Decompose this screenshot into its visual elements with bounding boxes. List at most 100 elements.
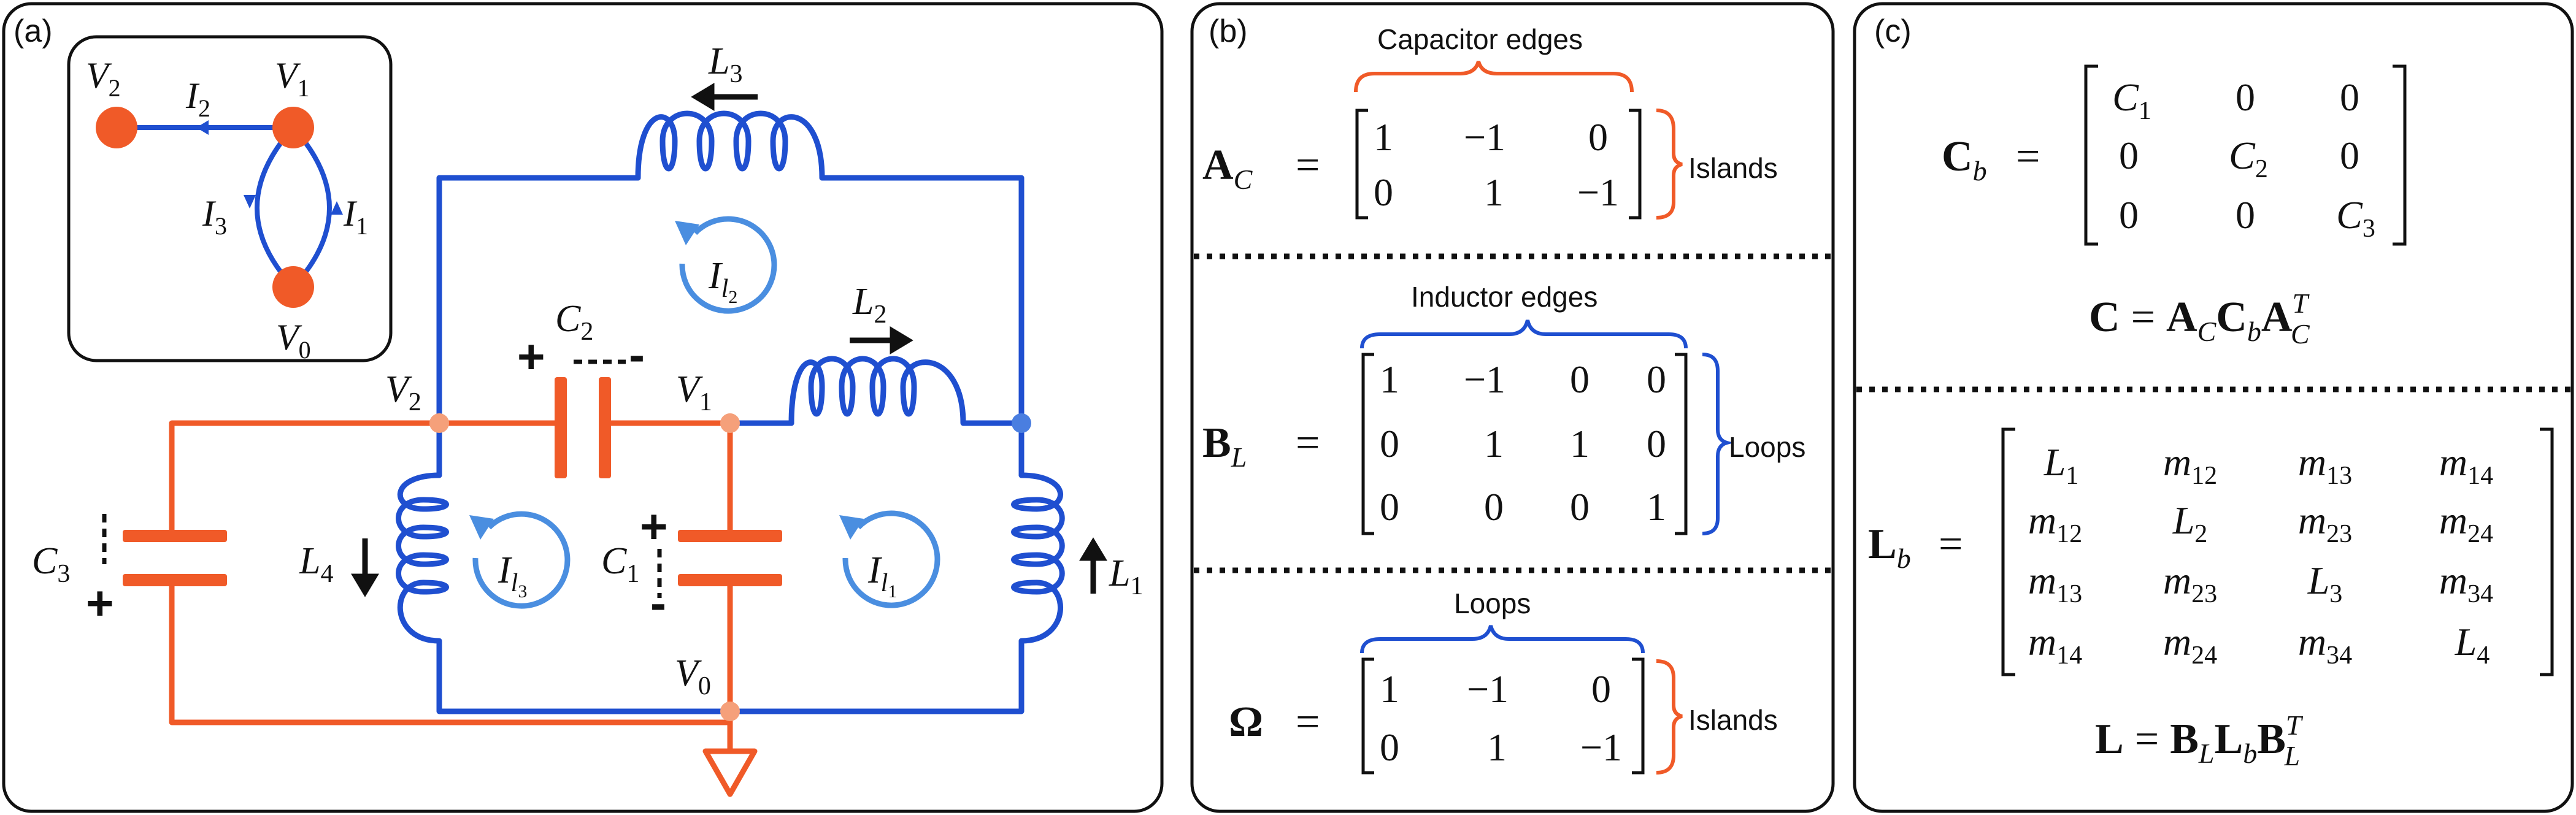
lb-cell: m24 <box>2163 620 2217 670</box>
label-c1: C1 <box>601 540 639 588</box>
omega-cell: 1 <box>1380 667 1399 711</box>
capacitor-c1-plate-bottom <box>678 574 782 586</box>
graph-label-i2: I2 <box>185 75 210 122</box>
omega-matrix: 1 −1 0 0 1 −1 <box>1380 667 1622 769</box>
lb-bracket-right <box>2540 427 2554 676</box>
capacitors <box>123 377 782 586</box>
ac-bracket-left <box>1355 109 1368 220</box>
bl-top-brace <box>1360 319 1688 349</box>
bl-cell: 0 <box>1484 485 1504 529</box>
lb-matrix: L1 m12 m13 m14 m12 L2 m23 m24 m13 m23 L3… <box>2028 440 2493 670</box>
panel-a-label: (a) <box>13 13 53 49</box>
c3-plus: + <box>86 576 114 630</box>
label-node-v0: V0 <box>675 652 711 700</box>
ac-side-brace <box>1656 109 1683 220</box>
ac-matrix: 1 −1 0 0 1 −1 <box>1374 115 1619 214</box>
graph-node-v0 <box>272 266 314 308</box>
ac-brace-label: Capacitor edges <box>1377 23 1583 55</box>
bl-cell: 1 <box>1570 422 1590 465</box>
c2-minus: - <box>629 327 645 381</box>
cb-eq: = <box>2016 133 2040 180</box>
ac-bracket-right <box>1629 109 1642 220</box>
panel-c-label: (c) <box>1874 13 1912 49</box>
lb-lhs: Lb <box>1868 521 1911 574</box>
lb-cell: m14 <box>2439 440 2493 490</box>
graph-inset-frame <box>67 35 393 362</box>
ground-symbol <box>702 748 758 797</box>
l4-arrow-head <box>351 573 379 597</box>
circuit-node-right <box>1012 413 1031 433</box>
cb-cell: 0 <box>2236 193 2255 237</box>
ac-side-label: Islands <box>1688 152 1778 184</box>
ac-cell: −1 <box>1577 170 1619 214</box>
lb-cell: m13 <box>2298 440 2352 490</box>
bl-brace-label: Inductor edges <box>1411 281 1598 313</box>
label-loop-l1: Il1 <box>867 549 897 602</box>
label-l1: L1 <box>1109 553 1143 600</box>
capacitor-c1-plate-top <box>678 530 782 542</box>
inductor-l4 <box>396 472 733 714</box>
graph-label-i1: I1 <box>343 193 368 240</box>
omega-side-brace <box>1656 659 1683 775</box>
omega-side-label: Islands <box>1688 704 1778 736</box>
graph-edge-i1 <box>291 126 332 289</box>
panel-b-frame <box>1190 2 1835 813</box>
omega-eq: = <box>1296 698 1320 746</box>
omega-cell: −1 <box>1467 667 1509 711</box>
c1-minus: - <box>650 576 666 630</box>
circuit <box>169 110 1065 754</box>
omega-cell: 1 <box>1487 725 1507 769</box>
lb-cell: m14 <box>2028 620 2082 670</box>
capacitor-c3-plate-top <box>123 530 227 542</box>
ac-cell: −1 <box>1464 115 1505 159</box>
cb-cell: C2 <box>2229 134 2268 183</box>
bl-lhs: BL <box>1202 419 1247 473</box>
bl-cell: 1 <box>1484 422 1504 465</box>
cb-cell: 0 <box>2236 75 2255 119</box>
graph-node-v1 <box>272 107 314 148</box>
graph-edge-i3 <box>255 126 295 289</box>
omega-cell: −1 <box>1580 725 1622 769</box>
lb-cell: L4 <box>2455 620 2490 670</box>
graph-label-v2: V2 <box>86 55 121 102</box>
c1-plus: + <box>640 499 668 553</box>
omega-cell: 0 <box>1380 725 1399 769</box>
loop-arrow-l2 <box>679 216 777 314</box>
bl-side-brace <box>1702 353 1734 535</box>
lb-bracket-left <box>2001 427 2015 676</box>
loop-arrow-l1 <box>842 510 940 608</box>
l3-arrow-head <box>691 83 715 111</box>
omega-brace-label: Loops <box>1454 587 1531 619</box>
capacitor-c2-plate-right <box>599 377 611 478</box>
cb-matrix: C1 0 0 0 C2 0 0 0 C3 <box>2112 75 2375 243</box>
ac-eq: = <box>1296 142 1320 189</box>
bl-matrix: 1 −1 0 0 0 1 1 0 0 0 0 1 <box>1380 358 1666 529</box>
graph-edge-i1-arrow <box>331 201 343 215</box>
lb-cell: L2 <box>2172 499 2208 548</box>
wire-c3-loop <box>169 420 442 537</box>
capacitor-c3-plate-bottom <box>123 574 227 586</box>
cb-bracket-left <box>2084 64 2098 246</box>
label-l2: L2 <box>852 281 886 329</box>
lb-cell: L3 <box>2307 559 2343 608</box>
omega-top-brace <box>1360 625 1645 654</box>
graph-label-v1: V1 <box>275 55 310 102</box>
graph-node-v2 <box>96 107 137 148</box>
graph-label-v0: V0 <box>276 317 311 364</box>
lb-cell: L1 <box>2043 440 2079 490</box>
capacitor-c2-plate-left <box>555 377 567 478</box>
label-c3: C3 <box>32 540 70 588</box>
lb-cell: m23 <box>2298 499 2352 548</box>
wire-top-loop <box>436 175 641 426</box>
bl-cell: 0 <box>1380 422 1399 465</box>
panel-b-content: Capacitor edges AC = 1 −1 0 0 1 −1 Islan… <box>1194 23 1831 775</box>
bl-bracket-left <box>1361 353 1374 535</box>
circuit-node-v1 <box>720 413 740 433</box>
label-c2: C2 <box>555 298 593 346</box>
cb-bracket-right <box>2393 64 2407 246</box>
cb-cell: 0 <box>2340 75 2359 119</box>
ac-cell: 1 <box>1484 170 1504 214</box>
